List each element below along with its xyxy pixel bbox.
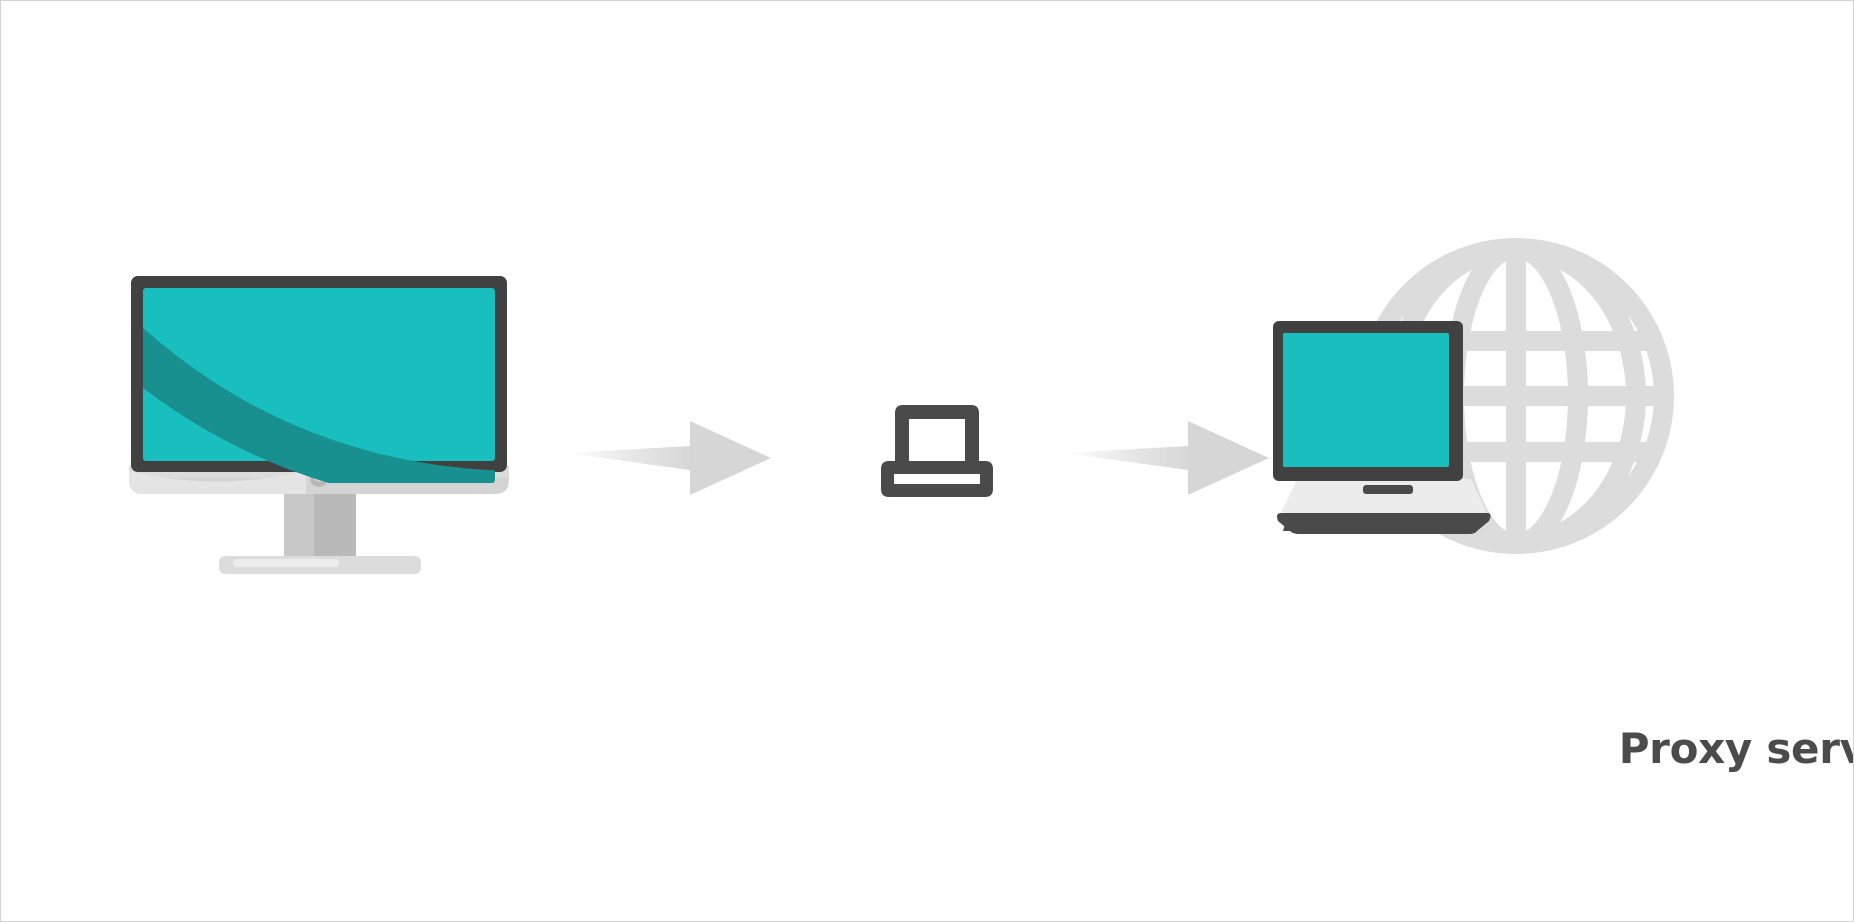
node-label-proxy-server: Proxy server	[1618, 724, 1853, 773]
node-your-computer[interactable]: Your computer	[121, 266, 541, 626]
node-proxy-server[interactable]: Proxy server	[867, 397, 1853, 773]
desktop-monitor-icon	[129, 276, 509, 574]
connector-arrow-two	[1064, 413, 1279, 503]
connector-arrow-one	[566, 413, 781, 503]
arrow-right-icon	[1064, 421, 1269, 495]
laptop-outline-icon	[881, 405, 993, 497]
arrow-right-icon	[566, 421, 771, 495]
laptop-with-globe-icon	[1273, 238, 1674, 554]
node-internet[interactable]: Internet	[1273, 221, 1701, 621]
